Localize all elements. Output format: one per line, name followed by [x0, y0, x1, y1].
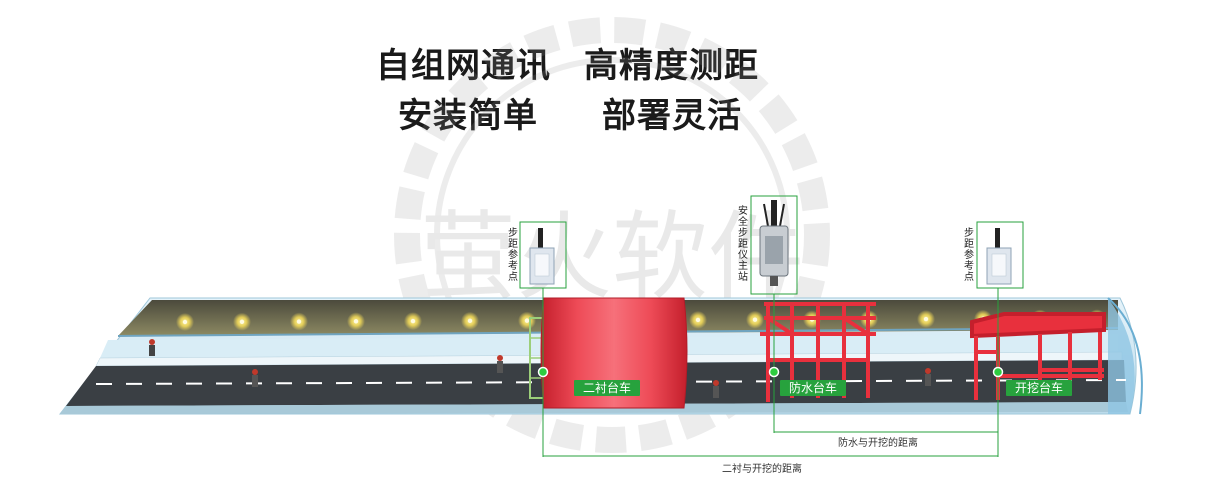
lamp: [923, 316, 929, 322]
headline-feature-3: 安装简单: [398, 96, 538, 136]
main-station-label: 安全步距仪主站: [738, 206, 748, 283]
excavation-trolley: [970, 312, 1106, 400]
dimension-lines: [542, 288, 999, 457]
worker-figure: [497, 361, 503, 373]
worker-figure: [252, 375, 258, 387]
main-station-device: [750, 195, 798, 295]
ref-point-label-right: 步距参考点: [964, 228, 974, 283]
sensor-point-waterproof: [768, 366, 780, 378]
lining-trolley-label: 二衬台车: [574, 380, 640, 396]
workers: [149, 339, 931, 398]
headline-feature-4: 部署灵活: [602, 96, 742, 136]
worker-figure: [497, 355, 503, 361]
worker-figure: [149, 339, 155, 345]
lamp: [410, 318, 416, 324]
lamp: [296, 319, 302, 324]
waterproof-trolley-label: 防水台车: [780, 380, 846, 396]
lamp: [353, 319, 359, 324]
worker-figure: [149, 345, 155, 356]
watermark-text: 萤火软件: [420, 201, 804, 313]
lamp: [239, 319, 245, 324]
worker-figure: [925, 374, 931, 386]
dim-label-lining-excavation: 二衬与开挖的距离: [722, 464, 802, 475]
waterproof-trolley: [760, 302, 876, 402]
sensor-points: [537, 366, 1004, 378]
excavation-trolley-label: 开挖台车: [1006, 380, 1072, 396]
worker-figure: [713, 386, 719, 398]
worker-figure: [252, 369, 258, 375]
headline-feature-1: 自组网通讯: [376, 46, 551, 86]
worker-figure: [713, 380, 719, 386]
lamp: [182, 319, 188, 325]
worker-figure: [925, 368, 931, 374]
headline-feature-2: 高精度测距: [584, 46, 759, 86]
lamp: [524, 318, 530, 323]
ref-device-left: [519, 221, 567, 289]
ref-device-right: [976, 221, 1024, 289]
lamp: [467, 318, 473, 324]
lamp: [695, 317, 701, 323]
ref-point-label-left: 步距参考点: [508, 228, 518, 283]
sensor-point-excavation: [992, 366, 1004, 378]
lamp: [752, 317, 758, 322]
sensor-point-lining: [537, 366, 549, 378]
dim-label-waterproof-excavation: 防水与开挖的距离: [838, 438, 918, 449]
